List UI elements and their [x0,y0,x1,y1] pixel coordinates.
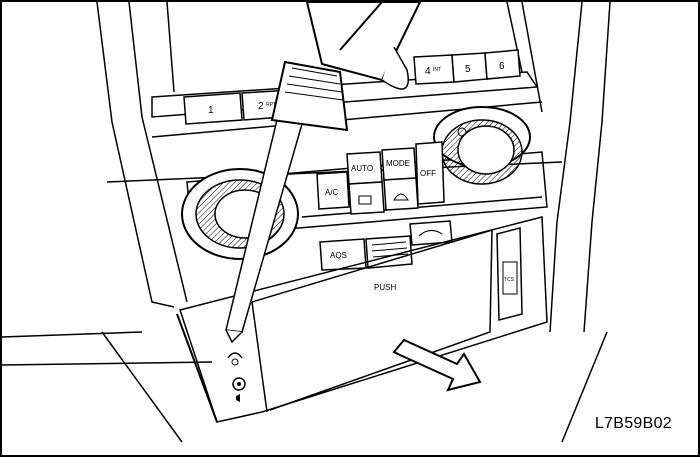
preset-button-1[interactable]: 1 [183,92,243,125]
headphone-jack[interactable] [227,352,243,366]
ac-button[interactable]: A/C [316,171,350,210]
arrow-icon [392,338,482,392]
right-temperature-knob[interactable] [433,106,531,185]
headphone-icon [227,352,243,359]
preset-button-6[interactable]: 6 [484,49,521,80]
front-defrost-button[interactable] [383,177,419,211]
front-defrost-icon [393,193,409,201]
tcs-button[interactable]: TCS [496,227,523,321]
off-button[interactable]: OFF [415,141,445,205]
screwdriver-icon [225,2,422,344]
rear-defrost-icon [358,195,372,205]
mode-label: MODE [386,159,410,168]
fan-icon [457,127,467,137]
speaker-icon [236,394,240,402]
preset-2-label: 2 [258,101,264,112]
preset-button-4[interactable]: 4 INT [413,54,455,85]
push-label: PUSH [374,283,396,292]
aqs-label: AQS [330,251,347,260]
off-label: OFF [420,169,436,178]
tcs-label: TCS [504,277,515,283]
rear-defrost-button[interactable] [348,181,385,215]
storage-tray: PUSH TCS [176,216,548,423]
preset-4-sub: INT [433,67,441,73]
mode-button[interactable]: MODE [381,147,417,181]
preset-4-label: 4 [425,66,431,77]
dash-bezel [2,2,611,443]
preset-2-sub: RPT [266,102,276,108]
preset-5-label: 5 [465,64,471,75]
preset-6-label: 6 [499,61,505,72]
figure-code: L7B59B02 [594,415,672,432]
preset-button-5[interactable]: 5 [451,52,488,83]
preset-1-label: 1 [208,105,214,116]
ac-label: A/C [325,188,339,197]
recirculation-icon [418,230,443,237]
auto-label: AUTO [351,164,373,173]
aqs-button[interactable]: AQS [319,238,367,271]
auto-button[interactable]: AUTO [346,151,383,185]
aux-audio-jack[interactable] [232,377,246,402]
